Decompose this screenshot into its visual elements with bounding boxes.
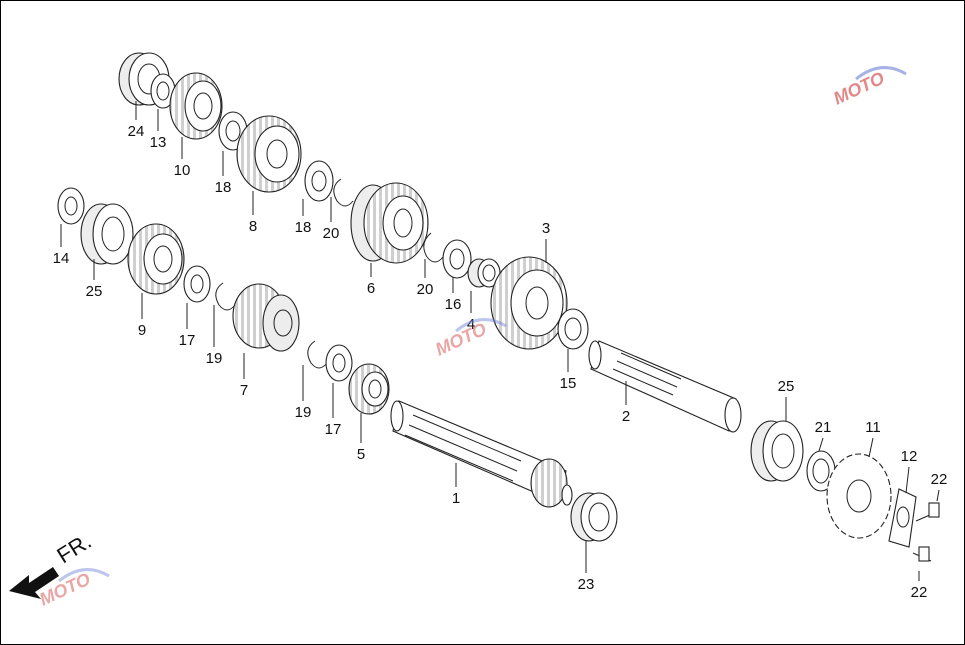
part-callout-3: 3: [542, 220, 550, 237]
part-callout-1: 1: [452, 490, 460, 507]
part-callout-19: 19: [206, 350, 223, 367]
washer-15: [557, 308, 589, 350]
part-callout-21: 21: [815, 419, 832, 436]
watermark-text: MOTO: [432, 319, 489, 360]
part-callout-25: 25: [86, 283, 103, 300]
gear-9: [127, 223, 185, 295]
part-callout-12: 12: [901, 448, 918, 465]
circlip-19a: [215, 282, 236, 311]
watermark-top-right: MOTO: [830, 66, 907, 109]
circlip-20b: [423, 232, 444, 263]
callouts: 1234567891011121314151617171818191920202…: [53, 101, 948, 601]
part-callout-24: 24: [128, 123, 145, 140]
gear-7: [232, 283, 300, 352]
gear-5: [348, 363, 390, 415]
part-callout-17: 17: [325, 421, 342, 438]
part-callout-18: 18: [215, 179, 232, 196]
gear-8: [236, 115, 302, 193]
swoosh-icon: [58, 568, 110, 583]
part-callout-13: 13: [150, 134, 167, 151]
sprocket-parts: [750, 420, 940, 562]
leader-line: [905, 466, 910, 494]
shaft-1: [390, 400, 573, 508]
bearing-23: [570, 492, 618, 542]
part-callout-16: 16: [445, 296, 462, 313]
plate-12: [888, 488, 917, 548]
part-callout-5: 5: [357, 446, 365, 463]
bolt-22b: [912, 546, 932, 562]
part-callout-7: 7: [240, 382, 248, 399]
gear-3: [490, 256, 568, 350]
part-callout-20: 20: [417, 281, 434, 298]
part-callout-25: 25: [778, 378, 795, 395]
circlip-19b: [307, 340, 328, 369]
part-callout-6: 6: [367, 280, 375, 297]
washer-14: [57, 187, 85, 225]
part-callout-22: 22: [931, 471, 948, 488]
part-callout-8: 8: [249, 218, 257, 235]
washer-13: [150, 73, 176, 109]
shaft-2: [588, 340, 742, 433]
part-callout-2: 2: [622, 408, 630, 425]
part-callout-19: 19: [295, 404, 312, 421]
part-callout-15: 15: [560, 375, 577, 392]
leader-line: [868, 437, 874, 458]
part-callout-4: 4: [467, 316, 475, 333]
washer-16: [442, 239, 472, 279]
gear-10: [169, 72, 223, 140]
bolt-22a: [915, 502, 940, 522]
watermark-text: MOTO: [830, 68, 887, 109]
bearing-25a: [80, 203, 134, 265]
arrow-icon: [9, 567, 59, 599]
swoosh-icon: [455, 318, 507, 333]
leader-line: [936, 489, 940, 502]
upper-row-parts: [118, 52, 742, 433]
washer-17b: [325, 344, 353, 382]
gear-6: [350, 182, 429, 264]
swoosh-icon: [855, 66, 907, 81]
part-callout-23: 23: [578, 576, 595, 593]
lower-row-parts: [57, 187, 618, 542]
part-callout-14: 14: [53, 250, 70, 267]
circlip-20a: [333, 178, 354, 207]
fr-label: FR.: [52, 528, 95, 568]
part-callout-11: 11: [865, 419, 881, 436]
part-callout-10: 10: [174, 162, 191, 179]
part-callout-20: 20: [323, 225, 340, 242]
sprocket-11: [826, 453, 892, 539]
part-callout-18: 18: [295, 219, 312, 236]
part-callout-17: 17: [179, 332, 196, 349]
washer-18b: [304, 160, 334, 202]
part-callout-9: 9: [138, 322, 146, 339]
bushing-4: [467, 258, 501, 288]
bearing-25b: [750, 420, 804, 482]
part-callout-22: 22: [911, 584, 928, 601]
washer-17a: [183, 265, 211, 303]
leader-line: [818, 437, 824, 452]
